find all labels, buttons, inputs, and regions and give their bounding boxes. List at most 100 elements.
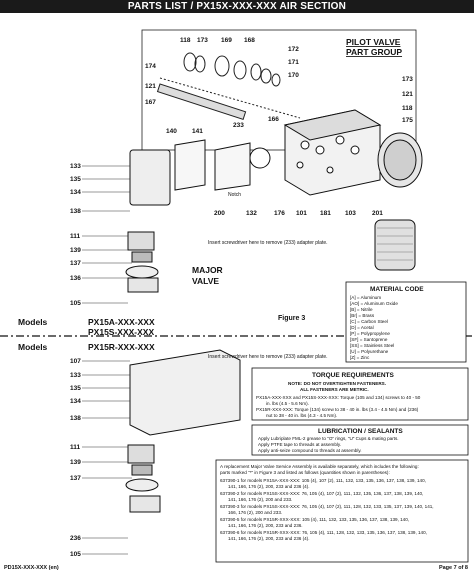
callout-137-a: 137 — [70, 260, 81, 267]
valve-body — [283, 109, 382, 196]
callout-166: 166 — [268, 116, 279, 123]
callout-168: 168 — [244, 37, 255, 44]
material-item: [P] = Polypropylene — [350, 331, 390, 336]
torque-line-3: PX15R-XXX-XXX: Torque (134) screw to 38 … — [256, 407, 419, 412]
callout-173-right: 173 — [402, 76, 413, 83]
material-item: [SF] = Santoprene — [350, 337, 388, 342]
pilot-valve-parts — [159, 52, 301, 119]
material-item: [AO] = Aluminum Oxide — [350, 301, 398, 306]
lubrication-item-2: Apply PTFE tape to threads at assembly. — [258, 442, 341, 447]
callout-138-a: 138 — [70, 208, 81, 215]
major-valve-upper — [125, 149, 171, 293]
models-r-label: Models — [18, 342, 48, 352]
torque-note-2: ALL FASTENERS ARE METRIC. — [300, 387, 369, 392]
lubrication-item-3: Apply anti-seize compound to threads at … — [258, 448, 362, 453]
torque-line-4: nut to 38 - 40 in. lbs (4.3 - 4.5 Nm). — [266, 413, 337, 418]
pilot-valve-title-2: PART GROUP — [346, 47, 402, 57]
callout-135-a: 135 — [70, 176, 81, 183]
material-item: [Br] = Brass — [350, 313, 375, 318]
callout-236: 236 — [70, 535, 81, 542]
callout-135-b: 135 — [70, 385, 81, 392]
service-kit-text: A replacement Major Valve Service Assemb… — [220, 464, 434, 541]
material-item: [A] = Aluminum — [350, 295, 381, 300]
insert-note-2: Insert screwdriver here to remove (233) … — [208, 354, 328, 360]
service-kit-line: 141, 166, 176 (2), 200, 233 and 236 (4). — [228, 484, 309, 489]
pilot-valve-title-1: PILOT VALVE — [346, 37, 401, 47]
callout-139-b: 139 — [70, 459, 81, 466]
callout-175: 175 — [402, 117, 413, 124]
major-valve-title-1: MAJOR — [192, 265, 223, 275]
callout-176: 176 — [274, 210, 285, 217]
lubrication-item-1: Apply Lubriplate FML-2 grease to "O" rin… — [258, 436, 399, 441]
service-kit-box — [215, 459, 469, 563]
callout-118-right: 118 — [402, 105, 413, 112]
callout-121-right: 121 — [402, 91, 413, 98]
service-kit-line: 166, 176 (2), 200 and 233. — [228, 510, 282, 515]
pilot-spool — [156, 83, 247, 121]
service-kit-line: 637390-3 for models PX15S-XXX-XXX: 76, 1… — [220, 504, 434, 509]
material-item: [C] = Carbon Steel — [350, 319, 388, 324]
lubrication-title: LUBRICATION / SEALANTS — [318, 428, 403, 435]
callout-170: 170 — [288, 72, 299, 79]
lubrication-box — [251, 424, 469, 456]
callout-200: 200 — [214, 210, 225, 217]
callout-173-top: 173 — [197, 37, 208, 44]
leader-lines — [82, 165, 132, 555]
torque-line-1: PX15A-XXX-XXX and PX15S-XXX-XXX: Torque … — [256, 395, 421, 400]
callout-133-b: 133 — [70, 372, 81, 379]
pilot-valve-group-frame — [141, 29, 417, 151]
callout-181: 181 — [320, 210, 331, 217]
models-a-line2: PX15S-XXX-XXX — [88, 327, 154, 337]
service-kit-line: 141, 166, 176 (2), 200, 233 and 236. — [228, 523, 303, 528]
service-kit-line: 637390-2 for models PX15S-XXX-XXX: 76, 1… — [220, 491, 423, 496]
callout-121-left: 121 — [145, 83, 156, 90]
models-a-label: Models — [18, 317, 48, 327]
material-item: [U] = Polyurethane — [350, 349, 389, 354]
torque-note-1: NOTE: DO NOT OVERTIGHTEN FASTENERS. — [288, 381, 386, 386]
exploded-diagram: PILOT VALVE PART GROUP — [0, 29, 474, 563]
insert-note-1: Insert screwdriver here to remove (233) … — [208, 240, 328, 246]
callout-171: 171 — [288, 59, 299, 66]
callout-103: 103 — [345, 210, 356, 217]
material-item: [B] = Nitrile — [350, 307, 373, 312]
material-code-box — [345, 281, 467, 363]
material-code-title: MATERIAL CODE — [370, 286, 424, 293]
callout-101: 101 — [296, 210, 307, 217]
callout-141: 141 — [192, 128, 203, 135]
callout-105-a: 105 — [70, 300, 81, 307]
callout-118-top: 118 — [180, 37, 191, 44]
torque-title: TORQUE REQUIREMENTS — [312, 372, 395, 379]
material-item: [SS] = Stainless Steel — [350, 343, 394, 348]
major-valve-lower — [125, 349, 241, 513]
models-a-line1: PX15A-XXX-XXX — [88, 317, 155, 327]
callout-169: 169 — [221, 37, 232, 44]
callout-111-a: 111 — [70, 233, 81, 240]
gaskets — [174, 139, 271, 191]
callout-137-b: 137 — [70, 475, 81, 482]
service-kit-line: A replacement Major Valve Service Assemb… — [220, 464, 419, 469]
service-kit-line: 637390-6 for models PX15R-XXX-XXX: 76, 1… — [220, 530, 427, 535]
service-kit-line: 637390-1 for models PX15A-XXX-XXX: 105 (… — [220, 478, 426, 483]
service-kit-line: 141, 166, 176 (2), 200, 233 and 236 (4). — [228, 536, 309, 541]
callouts: 118 173 169 168 172 171 170 174 121 167 … — [70, 37, 413, 558]
callout-201: 201 — [372, 210, 383, 217]
torque-line-2: in. lbs (4.5 - 5.6 Nm). — [266, 401, 309, 406]
major-valve-title-2: VALVE — [192, 276, 219, 286]
material-code-list: [A] = Aluminum [AO] = Aluminum Oxide [B]… — [350, 295, 398, 360]
service-kit-line: 637390-5 for models PX15R-XXX-XXX: 105 (… — [220, 517, 409, 522]
callout-105-b: 105 — [70, 551, 81, 558]
callout-132: 132 — [246, 210, 257, 217]
page-header: PARTS LIST / PX15X-XXX-XXX AIR SECTION — [0, 0, 474, 13]
callout-174: 174 — [145, 63, 156, 70]
callout-107: 107 — [70, 358, 81, 365]
callout-139-a: 139 — [70, 247, 81, 254]
footer-doc-id: PD15X-XXX-XXX (en) — [4, 565, 59, 571]
material-item: [D] = Acetal — [350, 325, 374, 330]
callout-172: 172 — [288, 46, 299, 53]
callout-140: 140 — [166, 128, 177, 135]
callout-111-b: 111 — [70, 444, 81, 451]
models-r-line1: PX15R-XXX-XXX — [88, 342, 155, 352]
figure-label: Figure 3 — [278, 315, 305, 322]
callout-138-b: 138 — [70, 415, 81, 422]
